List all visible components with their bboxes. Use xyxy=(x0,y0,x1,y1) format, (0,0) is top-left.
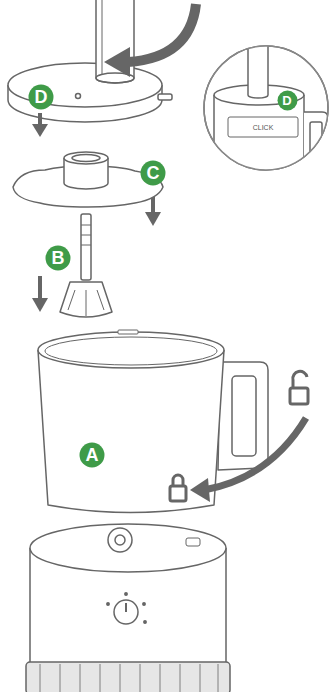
click-inset xyxy=(204,40,328,180)
motor-base xyxy=(26,524,230,692)
callout-circle: B xyxy=(45,245,71,271)
lock-arrow xyxy=(170,371,308,502)
callout-circle: C xyxy=(140,160,166,186)
turn-arrow xyxy=(104,4,196,77)
callout-letter: A xyxy=(86,446,99,464)
click-label: CLICK xyxy=(252,124,275,131)
callout-letter: C xyxy=(147,164,160,182)
callout-letter: B xyxy=(52,249,65,267)
callout-circle: D xyxy=(277,90,298,111)
callout-circle: D xyxy=(28,84,54,110)
slicing-disc xyxy=(13,152,163,207)
callout-circle: A xyxy=(79,442,105,468)
callout-letter: D xyxy=(35,88,48,106)
callout-letter: D xyxy=(282,94,291,107)
